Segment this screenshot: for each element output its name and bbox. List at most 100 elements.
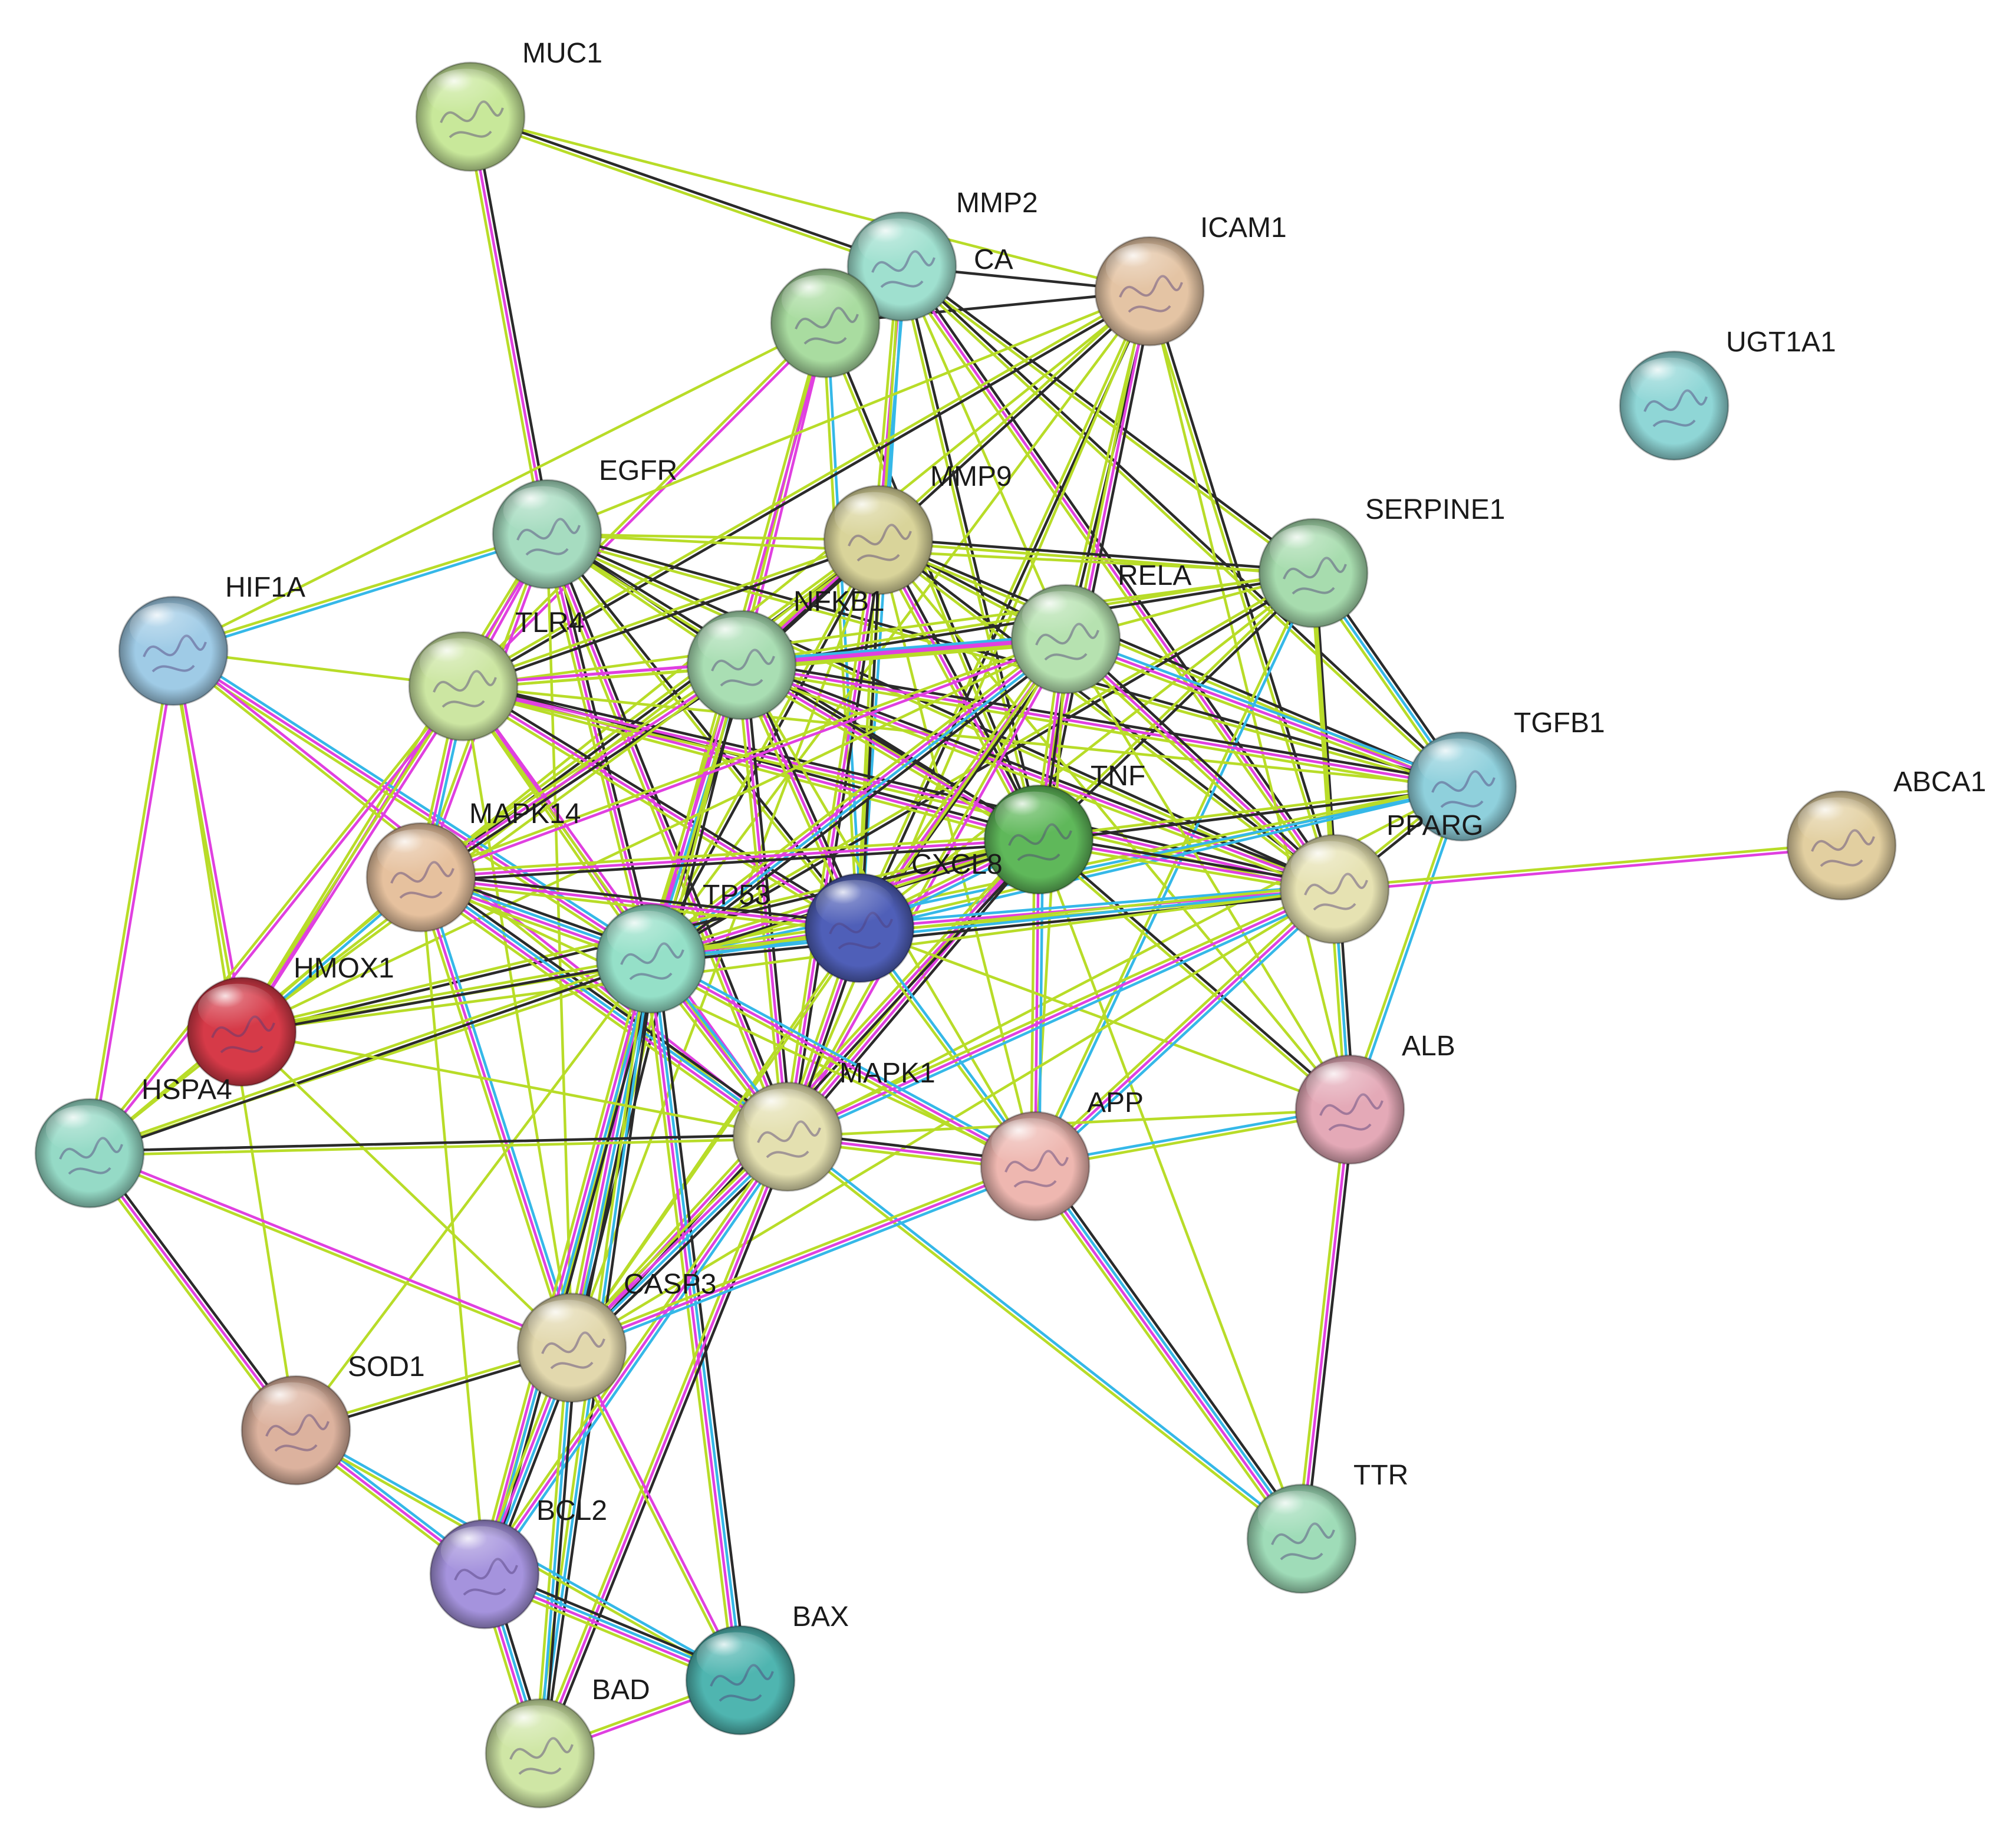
edge-line-lime [417, 660, 741, 875]
node-cxcl8[interactable]: CXCL8 [804, 849, 1003, 983]
node-abca1[interactable]: ABCA1 [1786, 766, 1986, 901]
edge-line-lime [1346, 784, 1461, 1111]
node-label: CXCL8 [911, 849, 1003, 880]
node-ugt1a1[interactable]: UGT1A1 [1619, 327, 1836, 461]
node-bad[interactable]: BAD [485, 1674, 650, 1809]
edge-line-lime [545, 535, 1463, 790]
edge-line-magenta [649, 957, 1037, 1168]
edge-line-black [549, 531, 793, 1137]
node-gloss [129, 603, 208, 652]
node-mmp2[interactable]: MMP2 [846, 187, 1038, 322]
node-label: BAX [792, 1601, 849, 1632]
node-ttr[interactable]: TTR [1246, 1460, 1408, 1594]
edge-line-lime [1061, 640, 1333, 894]
edge-line-cyan [485, 957, 654, 1576]
node-hspa4[interactable]: HSPA4 [34, 1074, 232, 1209]
edge-line-lime [169, 653, 650, 964]
node-serpine1[interactable]: SERPINE1 [1258, 494, 1505, 628]
node-nfkb1[interactable]: NFKB1 [686, 586, 885, 720]
node-gloss [815, 880, 894, 929]
edge-line-black [1039, 1161, 1308, 1537]
edge-nfkb1-tnf [738, 660, 1042, 845]
node-label: TP53 [703, 880, 770, 911]
edge-line-magenta [1033, 838, 1040, 1168]
edge-line-magenta [740, 663, 789, 1138]
edge-line-lime [1063, 641, 1462, 792]
node-gloss [607, 910, 686, 960]
node-sod1[interactable]: SOD1 [241, 1351, 425, 1486]
edge-line-magenta [483, 1135, 789, 1576]
edge-line-lime [900, 265, 1068, 641]
node-label: BAD [592, 1674, 650, 1706]
edge-mapk1-alb [786, 1108, 1352, 1138]
edge-line-lime [535, 1134, 785, 1753]
edge-line-cyan [420, 874, 790, 1137]
edge-egfr-hmox1 [238, 531, 551, 1035]
edge-line-black [650, 573, 1316, 962]
edge-line-black [542, 1137, 793, 1756]
edge-line-cyan [538, 1346, 574, 1755]
edge-mapk14-bcl2 [419, 875, 486, 1576]
edge-line-lime [1032, 571, 1313, 1167]
node-label: HMOX1 [294, 953, 394, 984]
node-mapk14[interactable]: MAPK14 [365, 798, 581, 933]
node-gloss [1269, 525, 1348, 574]
edge-line-lime [416, 877, 569, 1351]
node-plca[interactable]: CA [770, 244, 1013, 378]
node-mapk1[interactable]: MAPK1 [732, 1058, 935, 1192]
node-label: EGFR [599, 455, 677, 486]
edge-line-lime [1029, 1168, 1298, 1544]
edge-line-cyan [651, 957, 744, 1681]
edge-icam1-tnf [1033, 289, 1155, 842]
node-gloss [834, 492, 913, 541]
edge-plca-hif1a [172, 321, 827, 653]
edge-line-black [823, 289, 1151, 325]
node-gloss [377, 829, 456, 878]
edge-egfr-casp3 [545, 532, 574, 1350]
node-hmox1[interactable]: HMOX1 [186, 953, 394, 1087]
edge-line-lime [240, 955, 652, 1031]
edge-line-magenta [572, 1345, 744, 1681]
edge-line-lime [736, 664, 785, 1138]
node-pparg[interactable]: PPARG [1279, 810, 1483, 944]
edge-hspa4-sod1 [85, 1149, 301, 1434]
edge-casp3-bad [534, 1346, 578, 1755]
edge-line-black [546, 531, 1337, 889]
node-bcl2[interactable]: BCL2 [429, 1495, 607, 1630]
edge-mmp2-pparg [897, 262, 1339, 893]
node-rela[interactable]: RELA [1010, 560, 1191, 695]
node-tnf[interactable]: TNF [983, 761, 1145, 895]
node-tgfb1[interactable]: TGFB1 [1406, 707, 1605, 842]
node-gloss [994, 791, 1073, 841]
edge-line-lime [1036, 840, 1350, 1113]
node-icam1[interactable]: ICAM1 [1094, 212, 1287, 347]
node-mmp9[interactable]: MMP9 [823, 461, 1012, 595]
node-bax[interactable]: BAX [685, 1601, 849, 1736]
node-alb[interactable]: ALB [1294, 1031, 1455, 1165]
node-hif1a[interactable]: HIF1A [118, 572, 305, 706]
node-egfr[interactable]: EGFR [492, 455, 677, 590]
edge-rela-mapk14 [419, 636, 1068, 881]
edge-hmox1-casp3 [240, 1030, 574, 1350]
edge-line-magenta [89, 1150, 574, 1348]
edge-line-black [420, 871, 862, 926]
edge-line-black [1150, 289, 1338, 890]
node-label: CA [974, 244, 1013, 275]
edge-line-lime [569, 1161, 1035, 1345]
edge-rela-hmox1 [240, 637, 1068, 1034]
edge-mapk14-app [419, 875, 1037, 1168]
node-app[interactable]: APP [980, 1087, 1144, 1222]
edge-line-magenta [90, 650, 177, 1155]
edge-line-magenta [1300, 1108, 1352, 1541]
edge-tp53-bax [643, 956, 748, 1683]
edge-line-lime [545, 289, 1151, 536]
node-casp3[interactable]: CASP3 [516, 1269, 716, 1403]
edge-line-magenta [242, 686, 467, 1035]
edge-abca1-pparg [1333, 842, 1843, 893]
edge-line-lime [570, 926, 861, 1350]
node-tp53[interactable]: TP53 [595, 880, 770, 1014]
node-tlr4[interactable]: TLR4 [408, 607, 584, 742]
node-muc1[interactable]: MUC1 [415, 38, 602, 172]
edge-tlr4-casp3 [462, 684, 574, 1350]
